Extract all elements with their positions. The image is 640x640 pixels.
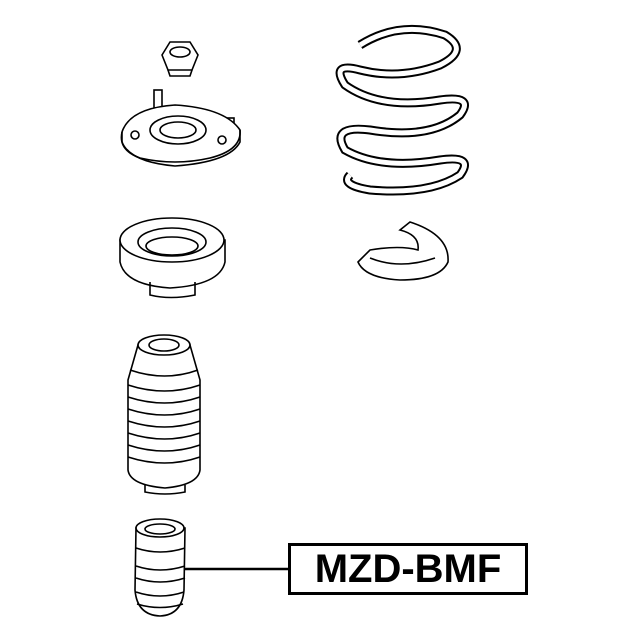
strut-mount [120, 89, 241, 167]
bump-stop[interactable] [134, 518, 186, 617]
dust-boot [127, 334, 201, 495]
spring-insulator [119, 217, 226, 299]
part-number-label: MZD-BMF [288, 543, 528, 595]
lower-spring-seat [357, 221, 449, 281]
top-nut [161, 41, 199, 77]
coil-spring [335, 24, 469, 196]
